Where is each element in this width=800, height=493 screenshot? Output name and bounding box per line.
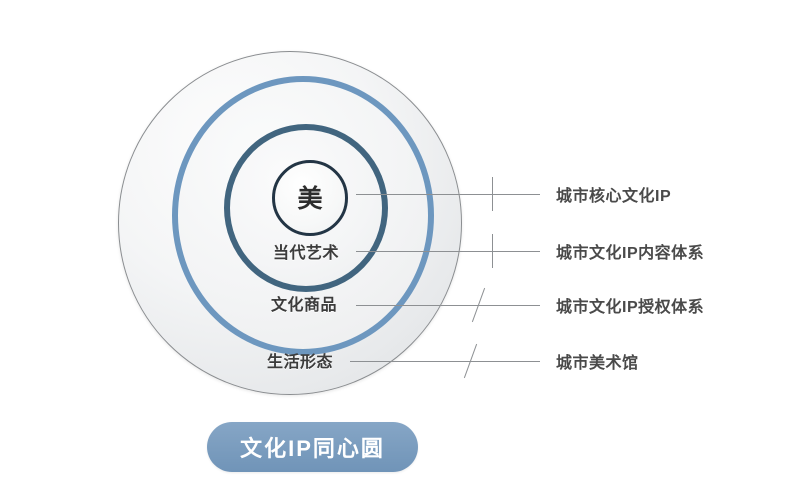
leader-line-4 xyxy=(350,361,540,362)
callout-label-content-system: 城市文化IP内容体系 xyxy=(556,245,705,262)
callout-label-licensing-system: 城市文化IP授权体系 xyxy=(556,299,705,316)
ring-label-inner: 当代艺术 xyxy=(272,245,340,262)
callout-label-city-art-museum: 城市美术馆 xyxy=(556,355,639,372)
ring-core-beauty xyxy=(272,160,348,236)
leader-line-3 xyxy=(356,305,540,306)
leader-tick-2 xyxy=(492,234,493,268)
callout-label-core-cultural-ip: 城市核心文化IP xyxy=(556,188,672,205)
ring-label-core: 美 xyxy=(297,185,323,213)
leader-tick-1 xyxy=(492,177,493,211)
leader-line-1 xyxy=(356,194,540,195)
ring-label-outer: 生活形态 xyxy=(266,354,334,371)
diagram-title-text: 文化IP同心圆 xyxy=(240,436,385,461)
diagram-title-badge: 文化IP同心圆 xyxy=(207,422,418,472)
leader-line-2 xyxy=(356,251,540,252)
ring-label-middle: 文化商品 xyxy=(270,297,338,314)
